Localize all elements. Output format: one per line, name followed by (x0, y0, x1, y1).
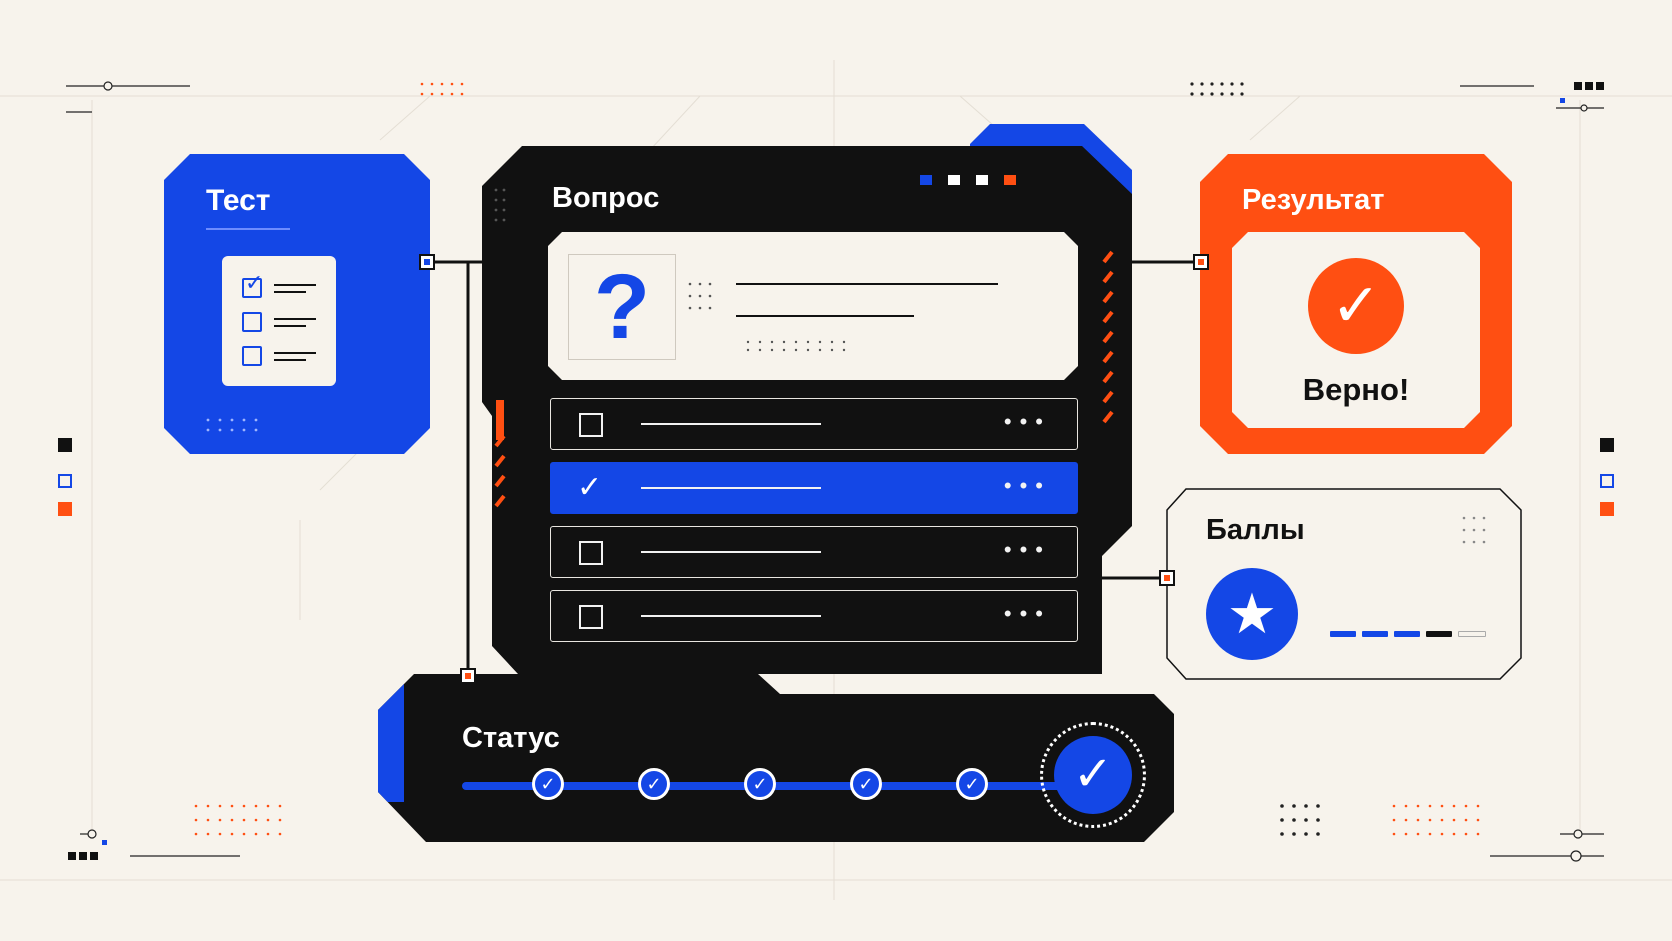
window-dot (920, 175, 932, 185)
answer-line (641, 423, 821, 425)
answer-option-3[interactable]: ••• (550, 526, 1078, 578)
checkbox-icon (579, 605, 603, 629)
more-icon: ••• (1003, 601, 1051, 626)
check-icon: ✓ (245, 270, 264, 295)
question-text-lines (688, 282, 998, 352)
card-decor (206, 418, 258, 432)
result-card-title: Результат (1242, 184, 1385, 216)
checklist-row: ✓ (242, 270, 322, 300)
step-check-icon: ✓ (956, 768, 988, 800)
window-dot (1004, 175, 1016, 185)
question-panel-title: Вопрос (552, 182, 660, 214)
title-underline (206, 228, 290, 230)
result-card[interactable]: Результат ✓ Верно! (1200, 154, 1512, 454)
side-marker-blue (1600, 474, 1614, 488)
question-box: ? (548, 232, 1078, 380)
more-icon: ••• (1003, 409, 1051, 434)
hatch-decor (494, 188, 1114, 508)
side-marker-blue (58, 474, 72, 488)
unchecked-box-icon (242, 346, 262, 366)
step-check-icon: ✓ (744, 768, 776, 800)
side-marker-orange (58, 502, 72, 516)
window-dot (976, 175, 988, 185)
connector-node (460, 668, 476, 684)
checklist-row (242, 312, 322, 334)
progress-segment (1426, 631, 1452, 637)
step-check-icon: ✓ (638, 768, 670, 800)
side-marker-black (58, 438, 72, 452)
answer-option-4[interactable]: ••• (550, 590, 1078, 642)
result-verdict: Верно! (1302, 372, 1410, 407)
side-marker-black (1600, 438, 1614, 452)
connector-node (419, 254, 435, 270)
final-step-ring (1040, 722, 1146, 828)
points-progress (1330, 624, 1492, 642)
answer-option-1[interactable]: ••• (550, 398, 1078, 450)
answer-line (641, 487, 821, 489)
test-card-title: Тест (206, 184, 271, 217)
checklist-row (242, 346, 322, 368)
test-card[interactable]: Тест ✓ (164, 154, 430, 454)
checkbox-icon (579, 413, 603, 437)
question-mark-icon: ? (568, 254, 676, 360)
answer-option-2[interactable]: ✓ ••• (550, 462, 1078, 514)
checked-box-icon (242, 278, 262, 298)
checklist-icon: ✓ (222, 256, 336, 386)
status-panel[interactable]: Статус ✓ ✓ ✓ ✓ ✓ ✓ (378, 674, 1174, 842)
window-dots (920, 172, 1016, 190)
star-icon: ★ (1206, 568, 1298, 660)
question-panel[interactable]: Вопрос ? (482, 146, 1132, 674)
unchecked-box-icon (242, 312, 262, 332)
more-icon: ••• (1003, 473, 1051, 498)
progress-segment (1362, 631, 1388, 637)
side-marker-orange (1600, 502, 1614, 516)
connector-node (1193, 254, 1209, 270)
check-circle-icon: ✓ (1308, 258, 1404, 354)
check-circle-icon: ✓ (1054, 736, 1132, 814)
check-icon: ✓ (577, 471, 603, 504)
window-dot (948, 175, 960, 185)
result-box: ✓ Верно! (1232, 232, 1480, 428)
progress-segment (1458, 631, 1486, 637)
step-check-icon: ✓ (850, 768, 882, 800)
more-icon: ••• (1003, 537, 1051, 562)
points-card-title: Баллы (1206, 514, 1305, 546)
checkbox-icon (579, 541, 603, 565)
progress-segment (1330, 631, 1356, 637)
connector-node (1159, 570, 1175, 586)
progress-segment (1394, 631, 1420, 637)
answer-line (641, 551, 821, 553)
status-panel-title: Статус (462, 722, 560, 754)
points-card[interactable]: Баллы ★ (1166, 488, 1522, 680)
answer-line (641, 615, 821, 617)
step-check-icon: ✓ (532, 768, 564, 800)
